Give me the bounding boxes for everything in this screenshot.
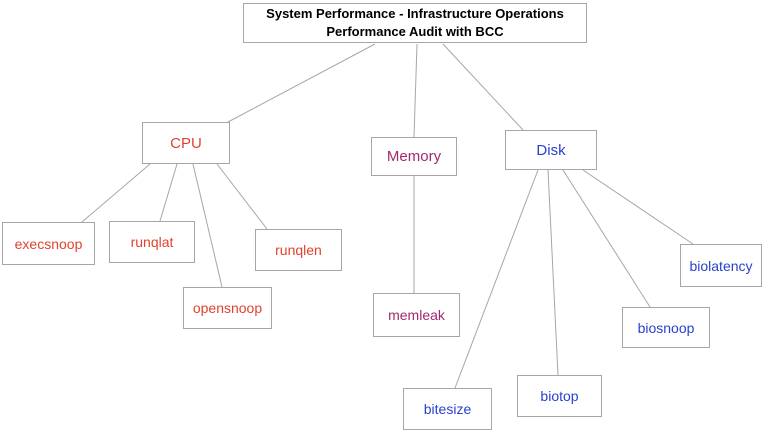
node-biosnoop-label: biosnoop (637, 319, 695, 336)
node-biotop: biotop (517, 375, 602, 417)
node-memleak-label: memleak (388, 307, 445, 323)
edge-cpu-opensnoop (192, 163, 223, 288)
edge-disk-bitesize (454, 169, 539, 389)
node-opensnoop: opensnoop (183, 287, 272, 329)
node-cpu-label: CPU (170, 134, 202, 152)
edge-cpu-runqlat (159, 163, 178, 222)
node-root-title: System Performance - Infrastructure Oper… (243, 3, 587, 43)
node-execsnoop: execsnoop (2, 222, 95, 265)
edge-disk-biotop (547, 169, 559, 376)
node-runqlen-label: runqlen (275, 242, 322, 258)
edge-root-memory (413, 43, 418, 138)
node-opensnoop-label: opensnoop (192, 300, 263, 316)
node-bitesize-label: bitesize (423, 401, 472, 417)
node-runqlat: runqlat (109, 221, 195, 263)
node-runqlen: runqlen (255, 229, 342, 271)
node-bitesize: bitesize (403, 388, 492, 430)
edge-cpu-execsnoop (81, 163, 151, 223)
node-biolatency: biolatency (680, 244, 762, 287)
node-disk-label: Disk (536, 141, 566, 159)
node-memleak: memleak (373, 293, 460, 337)
edge-root-cpu (227, 43, 376, 123)
node-memory-label: Memory (386, 148, 442, 165)
node-execsnoop-label: execsnoop (14, 235, 83, 252)
root-title-line2: Performance Audit with BCC (326, 24, 504, 39)
edge-disk-biosnoop (562, 169, 651, 308)
node-cpu: CPU (142, 122, 230, 164)
edge-cpu-runqlen (216, 163, 268, 230)
node-runqlat-label: runqlat (130, 234, 174, 250)
node-biolatency-label: biolatency (689, 257, 753, 274)
node-memory: Memory (371, 137, 457, 176)
node-biotop-label: biotop (540, 388, 579, 404)
edge-disk-biolatency (582, 169, 694, 245)
node-biosnoop: biosnoop (622, 307, 710, 348)
root-title-line1: System Performance - Infrastructure Oper… (266, 6, 564, 21)
node-disk: Disk (505, 130, 597, 170)
edge-root-disk (442, 43, 524, 131)
